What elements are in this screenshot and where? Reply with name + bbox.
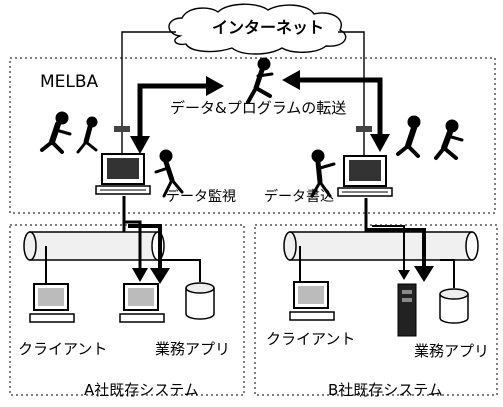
people-group-right-icon [396,115,464,160]
client-b-icon [289,281,335,321]
client-a-label: クライアント [18,340,108,358]
database-b-icon [439,288,469,324]
flow-b-write-head [414,266,434,282]
business-app-a-icon [119,283,165,323]
company-a-region [9,224,245,396]
business-app-b-label: 業務アプリ [414,342,490,360]
flow-a-monitor-head [132,268,148,282]
melba-server-right-icon [337,155,393,197]
write-label: データ書込 [264,189,334,205]
link-internet-right [338,31,365,160]
system-a-label: A社既存システム [84,381,199,399]
link-internet-left [121,31,176,160]
monitoring-person-icon [154,149,184,198]
transfer-arrow-left [137,83,210,140]
transfer-arrow-right [296,77,383,138]
transfer-arrowhead-left [282,70,300,90]
database-a-icon [185,282,215,320]
melba-server-left-icon [95,153,151,195]
modem-right [356,126,372,132]
writing-person-icon [310,149,336,198]
internet-label: インターネット [212,18,325,37]
flow-b-monitor [372,225,405,272]
transfer-arrowhead-right [206,76,224,96]
server-b-icon [397,283,417,337]
client-b-label: クライアント [266,330,356,348]
transfer-arrowhead-down-right [370,134,390,152]
client-a-icon [29,283,75,323]
melba-label: MELBA [40,72,99,92]
link-a-db [158,259,201,282]
business-app-a-label: 業務アプリ [155,340,231,358]
system-b-label: B社既存システム [328,381,443,399]
link-b-db [440,259,455,288]
transfer-arrowhead-down-left [130,136,150,154]
flow-a-monitor [124,220,142,272]
transfer-label: データ&プログラムの転送 [170,99,347,117]
people-group-left-icon [40,111,98,154]
network-pipe-b [283,231,479,261]
flow-b-write [366,228,426,268]
flow-a-write-head [150,268,170,284]
internet-cloud [168,3,347,55]
running-person-icon [246,57,274,104]
flow-a-write [128,224,162,270]
monitor-label: データ監視 [166,189,236,205]
modem-left [114,126,130,132]
flow-b-monitor-head [398,270,410,280]
